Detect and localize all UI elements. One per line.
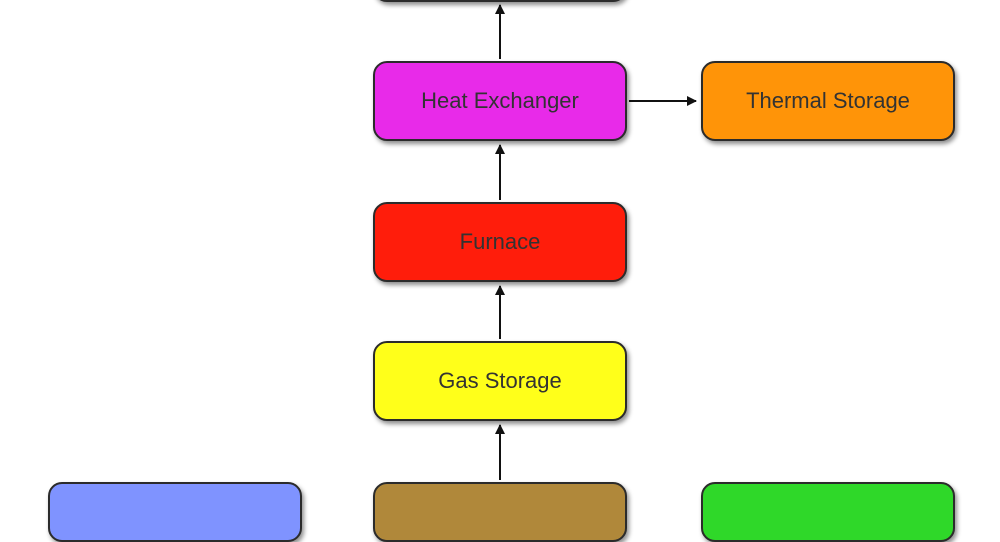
top-node bbox=[373, 0, 627, 2]
bottom-left-node bbox=[48, 482, 302, 542]
bottom-right-node bbox=[701, 482, 955, 542]
flow-arrows bbox=[495, 4, 697, 480]
gas-storage-node: Gas Storage bbox=[373, 341, 627, 421]
thermal-storage-label: Thermal Storage bbox=[746, 88, 910, 113]
thermal-storage-node: Thermal Storage bbox=[701, 61, 955, 141]
furnace-node: Furnace bbox=[373, 202, 627, 282]
heat-exchanger-label: Heat Exchanger bbox=[421, 88, 579, 113]
gas-storage-label: Gas Storage bbox=[438, 368, 562, 393]
bottom-middle-node bbox=[373, 482, 627, 542]
heat-exchanger-node: Heat Exchanger bbox=[373, 61, 627, 141]
furnace-label: Furnace bbox=[459, 229, 541, 254]
